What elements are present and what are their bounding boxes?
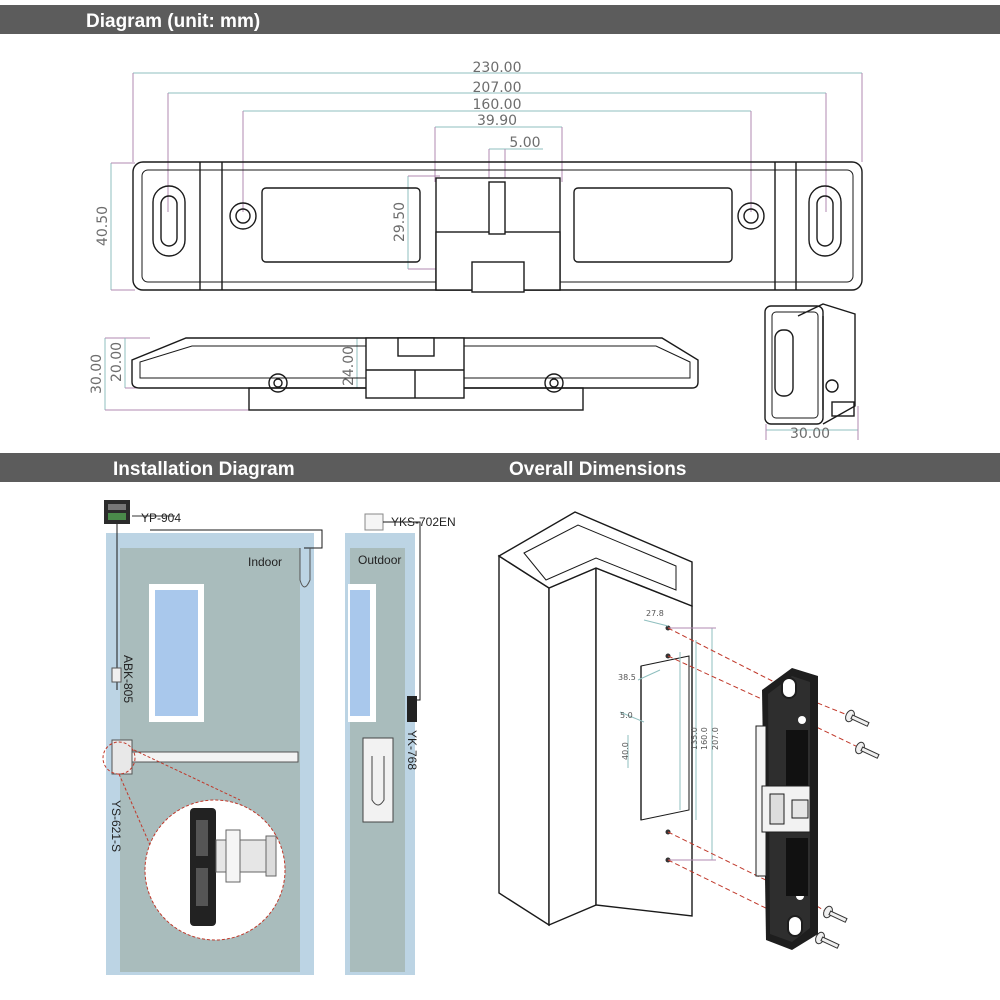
dim-38-5: 38.5: [618, 673, 636, 682]
dim-29-50: 29.50: [392, 202, 408, 242]
right-screw-hole: [737, 202, 765, 230]
electric-strike-3d: [755, 668, 818, 950]
top-view: [110, 72, 863, 293]
dim-40-0: 40.0: [621, 742, 630, 760]
dim-160: 160.00: [473, 97, 522, 113]
dim-5-00: 5.00: [509, 135, 540, 151]
left-window-recess: [261, 187, 421, 263]
dim-side-24: 24.00: [341, 346, 357, 386]
mounting-screws: [815, 709, 880, 949]
left-slot-hole: [152, 185, 186, 257]
dim-230: 230.00: [473, 60, 522, 76]
left-screw-hole: [229, 202, 257, 230]
top-view-dimension-lines: [110, 72, 863, 291]
power-supply-yp904: [104, 500, 130, 524]
right-slot-hole: [808, 185, 842, 257]
dim-207-0: 207.0: [711, 727, 720, 750]
diagram-header: Diagram (unit: mm): [0, 5, 1000, 34]
label-indoor: Indoor: [248, 555, 282, 569]
top-view-dimension-labels: 230.00 207.00 160.00 39.90 5.00 40.50 29…: [95, 60, 541, 246]
label-yp904: YP-904: [141, 511, 181, 525]
installation-diagram: YP-904 ABK-805 Indoor YS-621-S Outdoor: [102, 500, 456, 975]
dim-side-20: 20.00: [109, 342, 125, 382]
label-abk805: ABK-805: [121, 655, 135, 703]
dim-135-0: 135.0: [690, 727, 699, 750]
zoom-detail-lock: [144, 799, 286, 941]
label-ys621s: YS-621-S: [109, 800, 123, 852]
reader-yk768: [407, 696, 417, 722]
exit-button-abk805: [111, 667, 122, 683]
dim-160-0: 160.0: [700, 727, 709, 750]
side-right-screw: [544, 373, 564, 393]
keypad-yks702en: [364, 513, 384, 531]
dim-5-0: 5.0: [620, 711, 633, 720]
overall-dimensions: 27.8 38.5 5.0 40.0 135.0 160.0 207.0: [497, 511, 880, 950]
overall-header-title: Overall Dimensions: [509, 459, 687, 480]
label-yk768: YK-768: [405, 730, 419, 770]
dim-27-8: 27.8: [646, 609, 664, 618]
diagram-header-title: Diagram (unit: mm): [86, 11, 261, 32]
dim-end-30: 30.00: [790, 426, 830, 442]
section-header-bar: Installation Diagram Overall Dimensions: [0, 453, 1000, 482]
label-yks702en: YKS-702EN: [391, 515, 456, 529]
right-window-recess: [573, 187, 733, 263]
label-outdoor: Outdoor: [358, 553, 401, 567]
dim-side-30: 30.00: [89, 354, 105, 394]
dim-207: 207.00: [473, 80, 522, 96]
side-view: [104, 337, 699, 411]
panic-bar: [125, 751, 299, 763]
installation-header-title: Installation Diagram: [113, 459, 295, 480]
end-view: [764, 303, 859, 440]
latch-slot: [488, 181, 506, 235]
door-frame-profile: [497, 511, 693, 927]
end-body: [764, 305, 824, 425]
side-body-outline: [131, 337, 699, 389]
dim-40-50: 40.50: [95, 206, 111, 246]
side-left-screw: [268, 373, 288, 393]
dim-39-90: 39.90: [477, 113, 517, 129]
outdoor-handle: [362, 737, 394, 823]
